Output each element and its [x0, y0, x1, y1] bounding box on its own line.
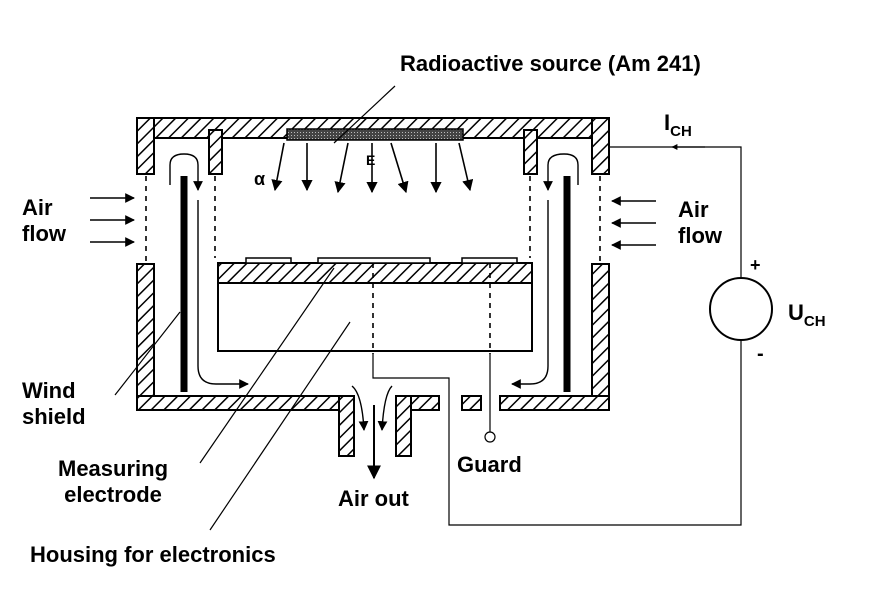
air-path-right-top — [543, 153, 579, 191]
air-path-out-right — [377, 385, 393, 431]
current-label: ICH — [664, 110, 692, 145]
air-flow-right-line-1: Air — [678, 197, 709, 222]
housing-bottom-guard-block — [461, 395, 482, 411]
housing-right-lower-wall — [591, 263, 610, 411]
external-circuit — [372, 146, 773, 526]
air-path-right-down — [511, 200, 549, 389]
plus-sign: + — [750, 255, 761, 275]
housing-bottom-left — [136, 395, 355, 411]
wind-shield-label: Wind shield — [22, 378, 86, 430]
air-out-label: Air out — [338, 486, 409, 511]
housing-left-upper-wall — [136, 117, 155, 175]
guard-electrode-right — [461, 257, 518, 264]
outlet-right-wall — [395, 395, 412, 457]
air-path-left-down — [197, 200, 249, 389]
guard-electrode-left — [245, 257, 292, 264]
signal-wire — [372, 340, 742, 526]
inner-baffle-right — [523, 129, 538, 175]
alpha-symbol: α — [254, 169, 265, 189]
voltage-symbol: U — [788, 300, 804, 325]
voltage-source-symbol — [709, 277, 773, 341]
wind-shield-leader — [114, 311, 181, 396]
measuring-electrode-plate — [317, 257, 431, 264]
measuring-electrode-label: Measuring electrode — [58, 456, 168, 508]
air-path-left-top — [169, 153, 203, 191]
source-leader — [333, 85, 396, 144]
minus-sign: - — [757, 343, 764, 365]
air-flow-right-label: Air flow — [678, 197, 722, 249]
current-subscript: CH — [670, 123, 692, 140]
wind-shield-line-1: Wind — [22, 378, 76, 403]
housing-leader — [209, 321, 351, 531]
air-inlet-arrows — [90, 193, 656, 250]
wind-shield-line-2: shield — [22, 404, 86, 429]
air-flow-left-label: Air flow — [22, 195, 66, 247]
housing-bottom-right — [499, 395, 610, 411]
voltage-label: UCH — [788, 300, 826, 335]
chamber-housing — [136, 117, 610, 457]
measuring-electrode-leader — [199, 267, 335, 464]
air-flow-left-line-2: flow — [22, 221, 66, 246]
voltage-subscript: CH — [803, 313, 826, 330]
housing-for-electronics — [217, 282, 533, 352]
outlet-left-wall — [338, 395, 355, 457]
housing-for-electronics-label: Housing for electronics — [30, 542, 276, 567]
guard-terminal — [484, 431, 496, 443]
field-symbol: E — [366, 152, 375, 168]
air-flow-left-line-1: Air — [22, 195, 53, 220]
measuring-electrode-line-1: Measuring — [58, 456, 169, 481]
housing-left-lower-wall — [136, 263, 155, 411]
current-symbol: I — [664, 110, 671, 135]
housing-right-upper-wall — [591, 117, 610, 175]
measuring-electrode-assembly — [217, 257, 533, 352]
dashed-guide-lines — [145, 176, 601, 354]
air-flow-paths — [169, 153, 579, 431]
radioactive-source-label: Radioactive source (Am 241) — [400, 51, 701, 76]
label-leader-lines — [114, 85, 396, 531]
supply-wire — [609, 146, 742, 280]
guard-label: Guard — [457, 452, 522, 477]
radioactive-source-strip — [286, 128, 464, 141]
air-flow-right-line-2: flow — [678, 223, 722, 248]
air-path-out-left — [351, 385, 369, 431]
measuring-electrode-line-2: electrode — [64, 482, 162, 507]
inner-baffle-left — [208, 129, 223, 175]
electrode-insulator-layer — [217, 262, 533, 284]
alpha-radiation-arrows — [271, 142, 474, 194]
